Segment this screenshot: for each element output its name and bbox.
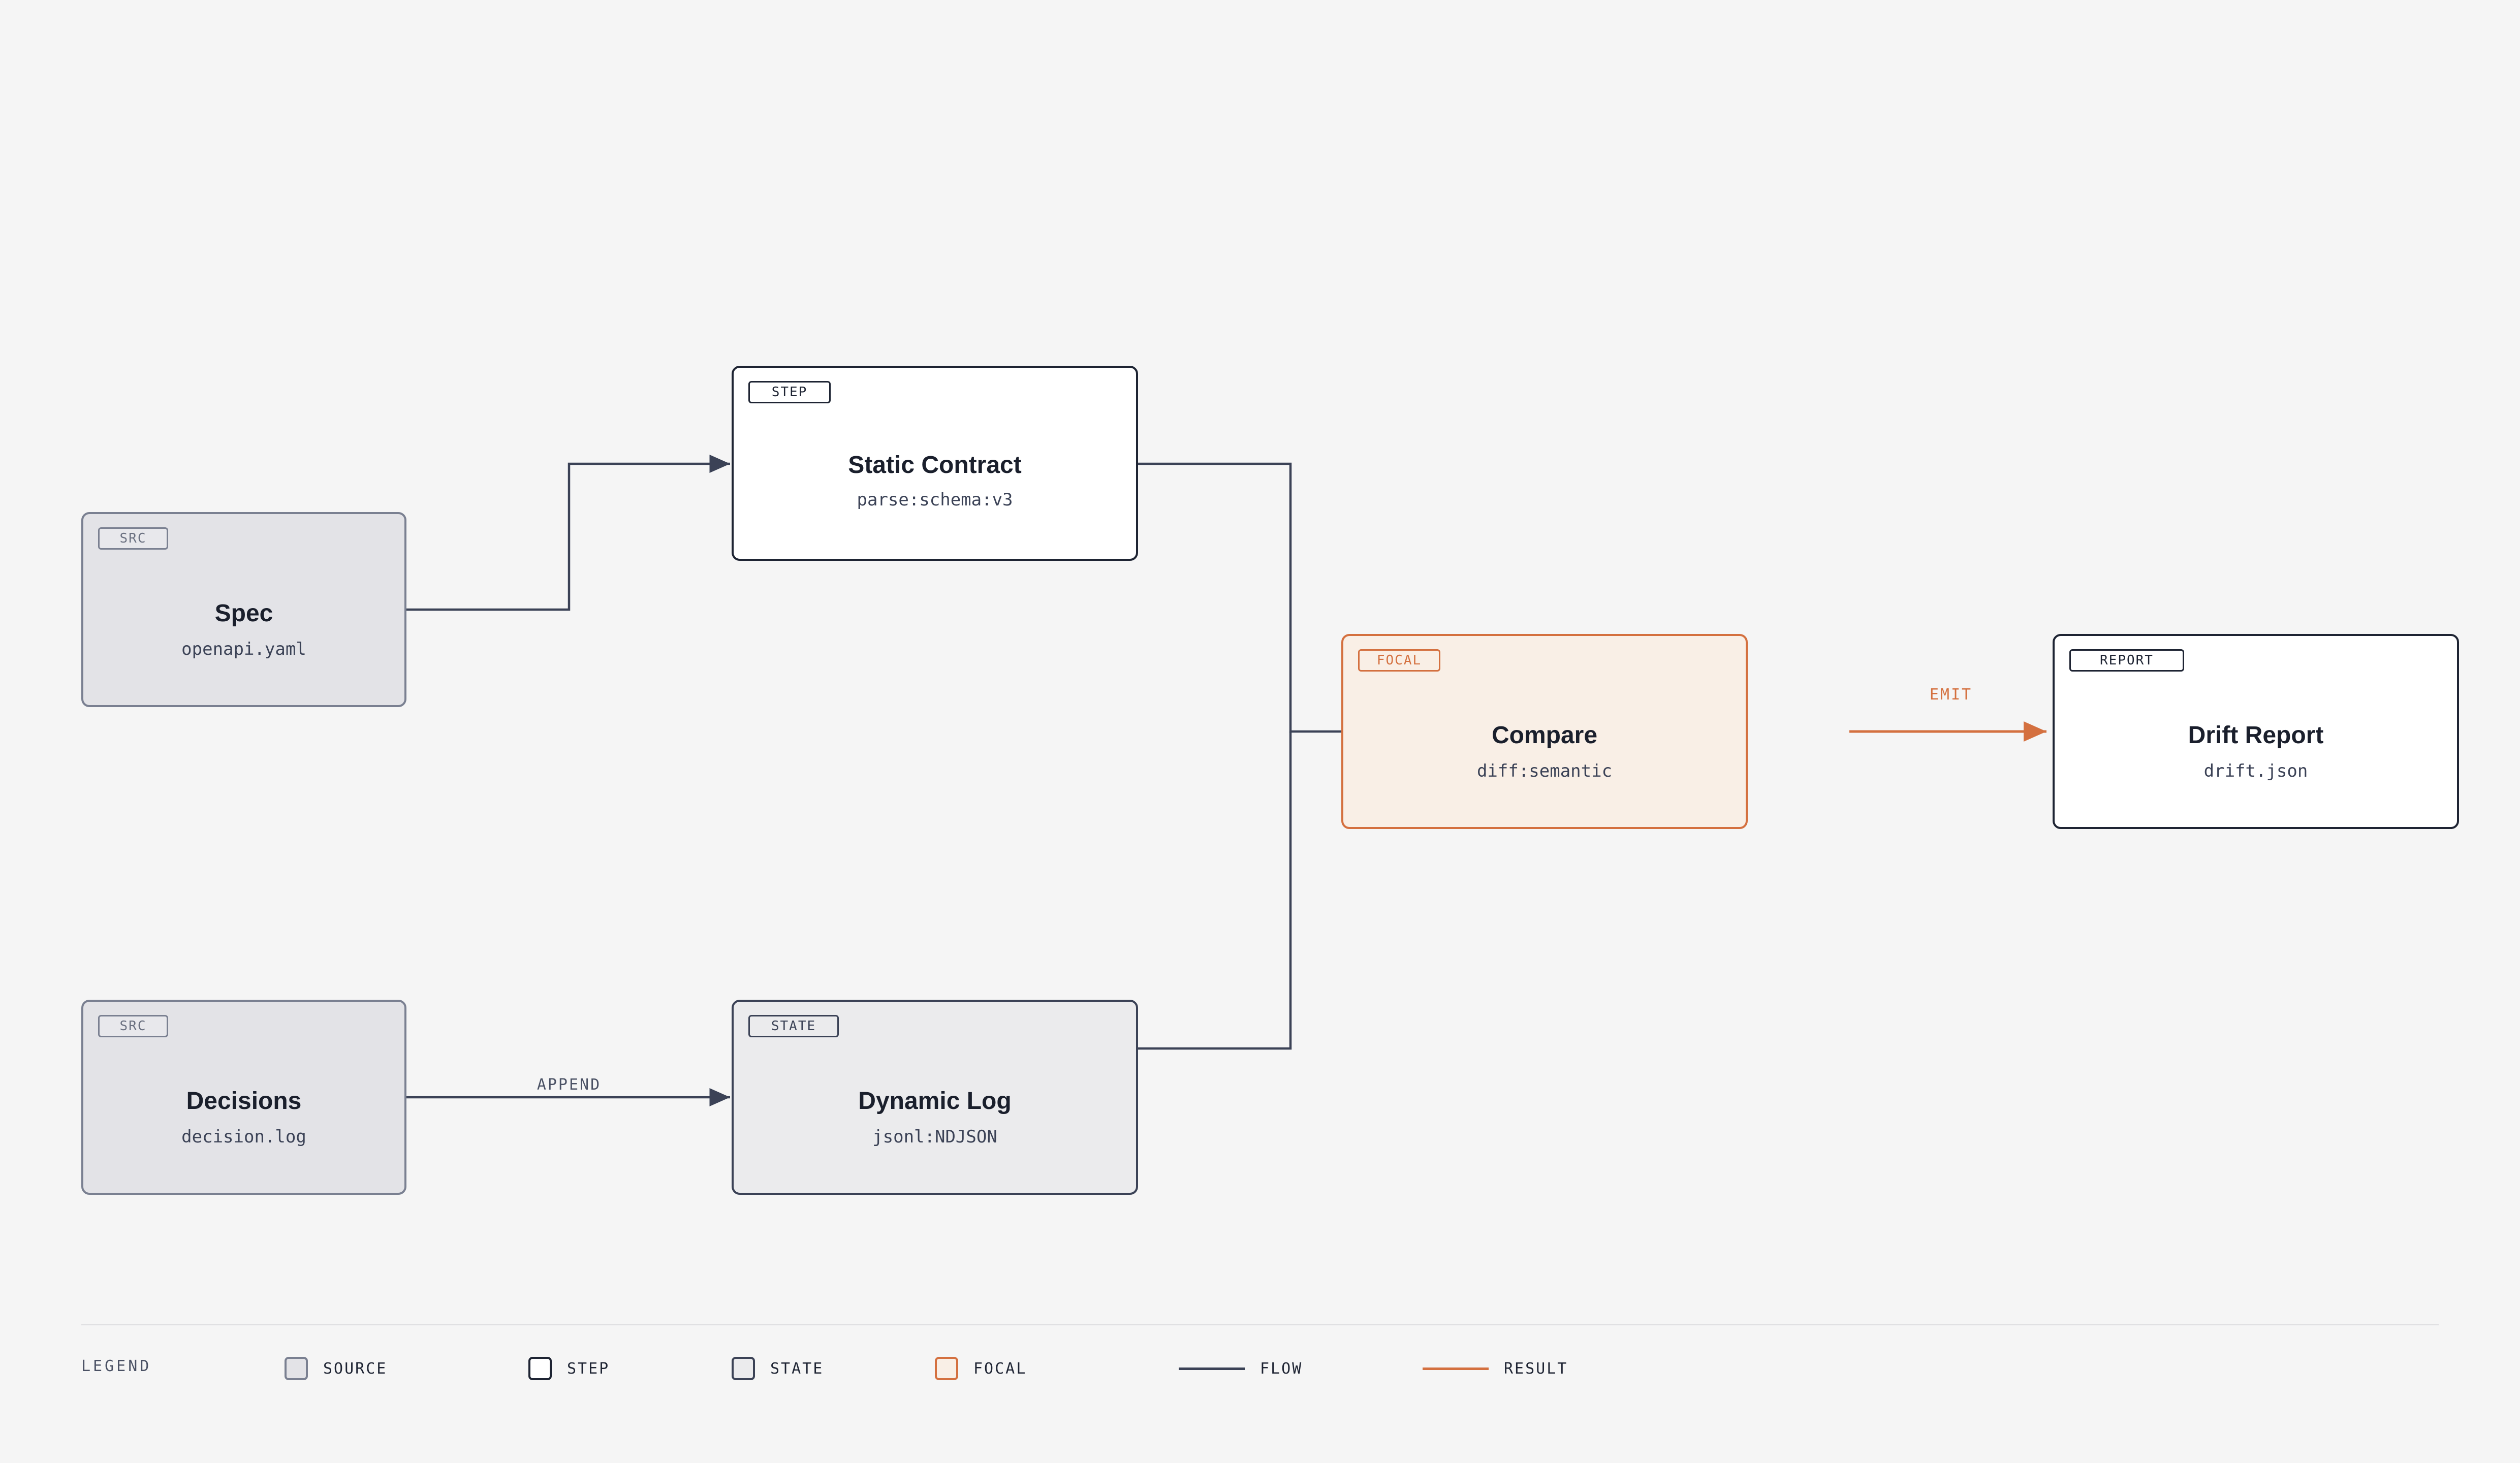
edge-static-to-compare <box>1138 462 1341 733</box>
legend-label: RESULT <box>1504 1359 1568 1378</box>
edge-label-emit: EMIT <box>1929 686 1973 704</box>
node-tag: SRC <box>98 527 168 550</box>
node-title: Drift Report <box>2188 722 2324 749</box>
node-tag: FOCAL <box>1358 649 1440 672</box>
node-title: Decisions <box>186 1088 302 1115</box>
legend-label: SOURCE <box>323 1359 388 1378</box>
legend-label: STEP <box>567 1359 610 1378</box>
node-decisions[interactable]: SRC Decisions decision.log <box>81 1000 406 1195</box>
node-subtitle: decision.log <box>181 1127 306 1147</box>
legend-item-flow: FLOW <box>1179 1355 1303 1382</box>
legend-title: LEGEND <box>81 1357 152 1375</box>
node-title: Spec <box>214 600 273 627</box>
legend-item-step: STEP <box>528 1355 610 1382</box>
node-dynamic-log[interactable]: STATE Dynamic Log jsonl:NDJSON <box>732 1000 1138 1195</box>
node-subtitle: openapi.yaml <box>181 639 306 659</box>
legend-item-source: SOURCE <box>285 1355 387 1382</box>
node-title: Dynamic Log <box>858 1088 1012 1115</box>
node-title: Compare <box>1491 722 1598 749</box>
legend-swatch-flow <box>1179 1367 1245 1370</box>
legend-item-result: RESULT <box>1423 1355 1568 1382</box>
edge-dynamic-to-compare <box>1138 732 1292 1050</box>
legend-swatch-focal <box>935 1357 958 1380</box>
edge-label-append: APPEND <box>513 1076 625 1094</box>
legend-swatch-state <box>732 1357 755 1380</box>
edge-spec-to-static <box>406 455 730 611</box>
legend-label: STATE <box>770 1359 824 1378</box>
node-spec[interactable]: SRC Spec openapi.yaml <box>81 512 406 707</box>
legend-divider <box>81 1324 2439 1325</box>
legend-label: FLOW <box>1260 1359 1303 1378</box>
node-title: Static Contract <box>848 452 1022 479</box>
node-tag: STEP <box>748 381 831 403</box>
node-drift-report[interactable]: REPORT Drift Report drift.json <box>2053 634 2459 829</box>
legend-swatch-step <box>528 1357 552 1380</box>
node-tag: REPORT <box>2069 649 2184 672</box>
node-subtitle: parse:schema:v3 <box>857 490 1013 510</box>
node-compare[interactable]: FOCAL Compare diff:semantic <box>1341 634 1748 829</box>
legend-item-focal: FOCAL <box>935 1355 1027 1382</box>
node-subtitle: jsonl:NDJSON <box>872 1127 997 1147</box>
legend-swatch-result <box>1423 1367 1489 1370</box>
legend-swatch-source <box>285 1357 308 1380</box>
node-tag: STATE <box>748 1015 839 1037</box>
legend-item-state: STATE <box>732 1355 824 1382</box>
node-subtitle: drift.json <box>2203 761 2308 781</box>
node-static-contract[interactable]: STEP Static Contract parse:schema:v3 <box>732 366 1138 561</box>
node-tag: SRC <box>98 1015 168 1037</box>
node-subtitle: diff:semantic <box>1476 761 1613 781</box>
legend-label: FOCAL <box>973 1359 1027 1378</box>
